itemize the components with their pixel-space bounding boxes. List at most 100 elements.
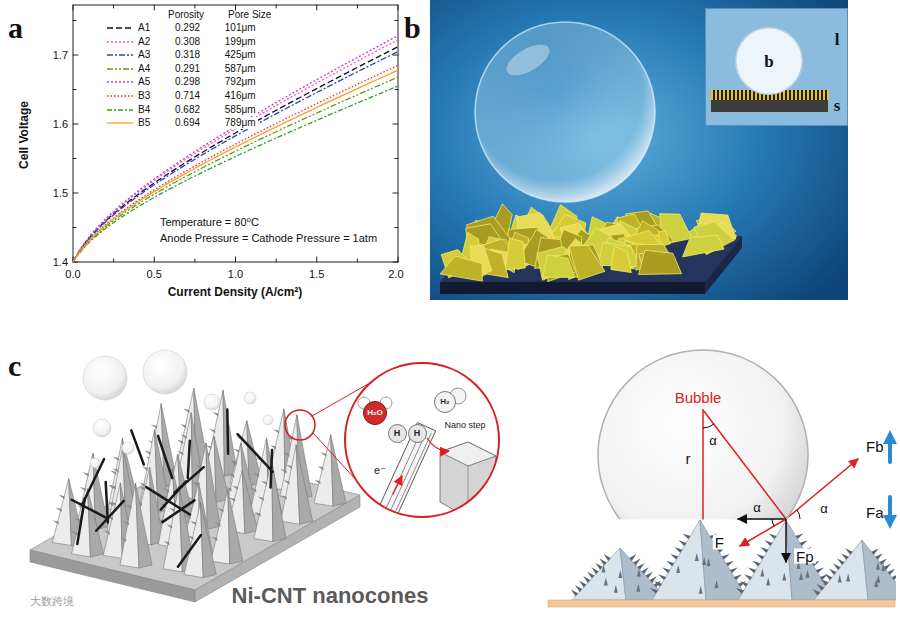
force-diagram xyxy=(642,567,649,574)
nanocone-illustration xyxy=(163,488,169,493)
force-diagram xyxy=(769,534,777,540)
force-diagram xyxy=(752,561,760,567)
force-diagram xyxy=(766,578,770,586)
force-diagram xyxy=(652,520,706,600)
nanocone-illustration xyxy=(58,495,64,500)
force-diagram xyxy=(871,548,878,555)
force-diagram xyxy=(785,519,787,562)
polarization-chart xyxy=(73,52,398,262)
polarization-chart xyxy=(393,193,398,194)
polarization-chart xyxy=(316,5,317,10)
nanocone-illustration xyxy=(169,508,175,513)
nanocone-illustration xyxy=(136,483,153,568)
force-diagram xyxy=(575,585,582,592)
nanocone-illustration xyxy=(178,535,201,567)
force-diagram xyxy=(702,557,706,565)
water-molecule: H₂O xyxy=(363,401,387,425)
nanocone-illustration xyxy=(72,500,106,518)
angle-label: α xyxy=(709,434,717,447)
nanocone-illustration xyxy=(211,490,230,565)
legend-line-sample xyxy=(107,55,133,56)
nanocone-illustration xyxy=(223,390,237,476)
nanocone-illustration xyxy=(82,459,104,505)
zoom-detail xyxy=(385,431,426,522)
nanocone-illustration xyxy=(211,537,217,542)
tick-label: 2.0 xyxy=(388,269,403,280)
nanocone-illustration xyxy=(217,508,223,513)
force-label: Fp xyxy=(794,549,816,564)
force-label: F xyxy=(713,535,726,550)
polarization-chart xyxy=(395,20,398,21)
nanocone-illustration xyxy=(139,487,145,492)
force-diagram xyxy=(676,565,680,573)
force-diagram xyxy=(703,424,714,428)
legend-text: A1 0.292 101μm xyxy=(138,23,256,33)
force-diagram xyxy=(587,572,594,579)
legend-text: B4 0.682 585μm xyxy=(138,105,256,115)
force-diagram xyxy=(715,580,719,588)
hydrogen-atom-outline xyxy=(388,424,406,442)
legend-line-sample xyxy=(107,82,133,83)
bubble-surface-illustration xyxy=(787,90,789,100)
bubble-surface-illustration xyxy=(727,90,729,100)
zoom-detail xyxy=(381,429,422,520)
nanocone-illustration xyxy=(231,460,237,465)
nanocone-illustration xyxy=(181,434,187,439)
force-diagram xyxy=(637,569,641,577)
bubble-surface-illustration xyxy=(705,8,848,126)
nanocone-illustration xyxy=(110,502,116,507)
nanocone-illustration xyxy=(183,409,189,414)
bubble: Bubble xyxy=(598,350,808,560)
force-diagram xyxy=(814,540,868,600)
force-diagram xyxy=(874,579,878,587)
angle-label: α xyxy=(820,502,828,515)
legend-text: A4 0.291 587μm xyxy=(138,64,256,74)
polarization-chart xyxy=(73,65,398,262)
bubble-surface-illustration xyxy=(791,90,793,100)
atom-label: H xyxy=(414,429,421,438)
bubble-surface-illustration xyxy=(430,0,848,300)
bubble-surface-illustration xyxy=(502,38,555,81)
polarization-chart xyxy=(276,259,277,262)
inset-bubble-outline xyxy=(736,28,803,95)
legend-line-sample xyxy=(107,68,133,69)
angle-label: α xyxy=(753,501,761,514)
bubble-surface-illustration xyxy=(440,282,705,294)
polarization-chart xyxy=(73,5,398,262)
bubble-surface-illustration xyxy=(815,90,817,100)
nanocone-illustration xyxy=(83,472,89,477)
polarization-chart xyxy=(73,89,76,90)
nanocone-illustration xyxy=(212,412,218,417)
nanocone-illustration xyxy=(104,531,110,536)
force-diagram xyxy=(548,600,895,607)
force-diagram xyxy=(892,574,896,581)
tick-label: 0.5 xyxy=(147,269,162,280)
watermark: 大数跨境 xyxy=(30,596,74,607)
nanocone-illustration xyxy=(272,460,286,541)
nanocone-illustration xyxy=(177,451,183,456)
nanocone-illustration xyxy=(122,442,134,454)
nanocone-illustration xyxy=(144,451,150,456)
legend-row: B4 0.682 585μm xyxy=(106,104,258,116)
bubble-surface-illustration xyxy=(719,90,721,100)
nanocone-illustration xyxy=(53,520,59,525)
force-diagram xyxy=(862,540,896,600)
nanocone-illustration xyxy=(180,424,186,429)
nanocone-illustration xyxy=(285,410,315,440)
bubble-surface-illustration xyxy=(823,90,825,100)
force-diagram xyxy=(722,554,730,560)
force-diagram xyxy=(646,572,653,579)
nanocone-illustration xyxy=(110,471,116,476)
nanocone-illustration xyxy=(263,415,273,425)
force-diagram xyxy=(726,561,734,567)
polarization-chart xyxy=(154,5,155,10)
force-diagram xyxy=(638,563,645,570)
axis-title: Cell Voltage xyxy=(18,101,30,169)
legend-line-sample xyxy=(106,78,134,86)
zoom-detail xyxy=(390,433,431,524)
legend-text: A3 0.318 425μm xyxy=(138,50,256,60)
force-diagram xyxy=(799,572,803,580)
force-diagram xyxy=(699,586,703,594)
force-diagram xyxy=(595,563,602,570)
